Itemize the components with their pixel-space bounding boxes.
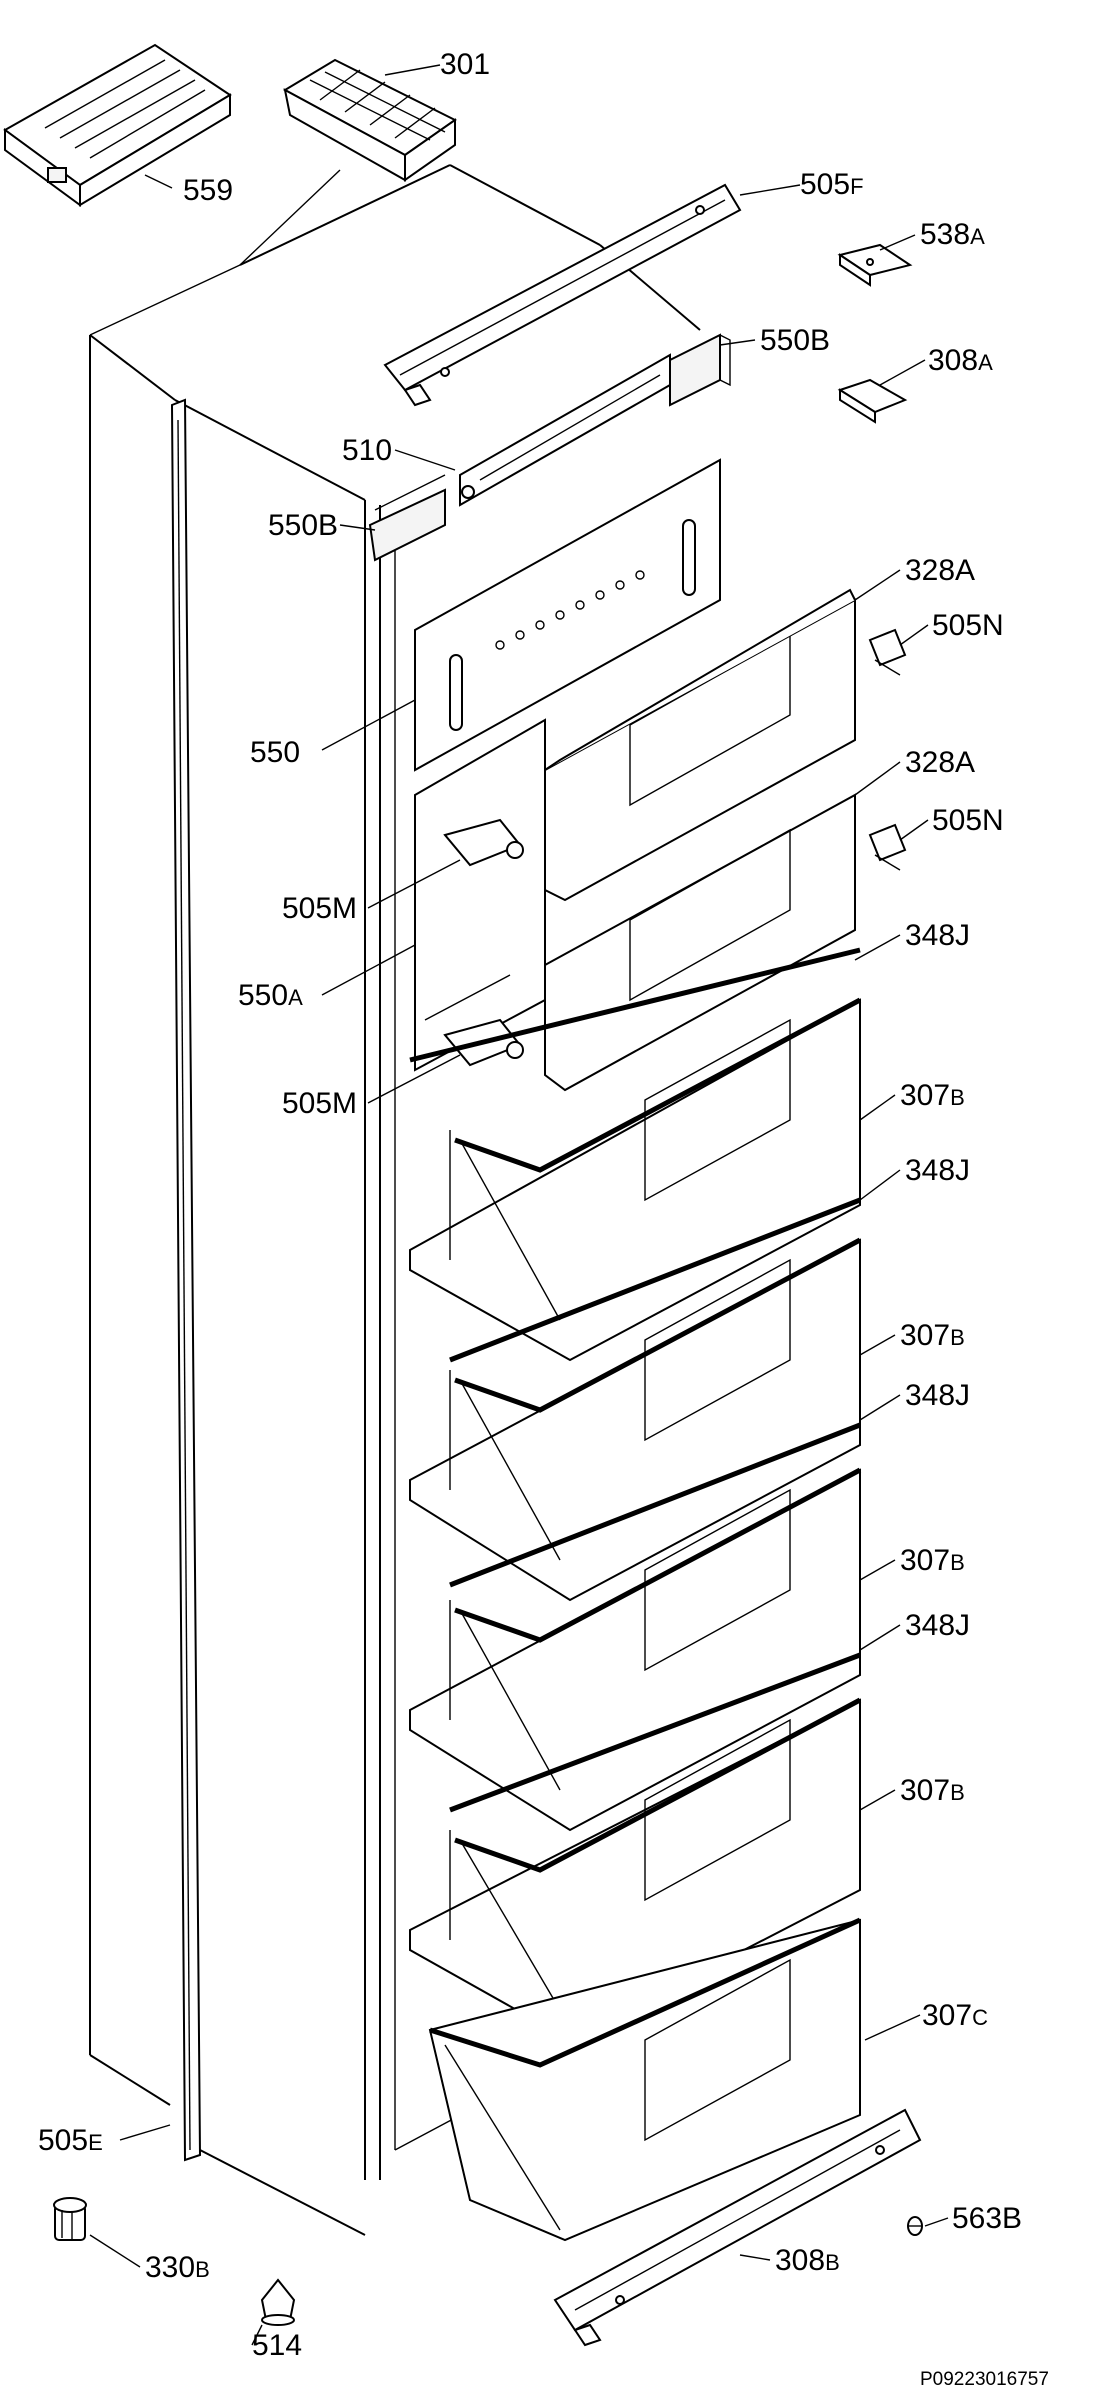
label-307b-1: 307B [900,1079,965,1112]
part-328a-drawer-1 [544,588,856,902]
label-505e: 505E [38,2124,103,2157]
part-510-strip [459,353,671,507]
label-563b: 563B [952,2202,1022,2235]
door-gasket [170,398,202,2162]
part-307c-drawer [428,1917,862,2242]
part-301-ice-tray [282,58,457,182]
label-550b-right: 550B [760,324,830,357]
diagram-code: P09223016757 [920,2369,1049,2390]
part-348j-rail-3 [449,1422,861,1588]
part-308a-hinge [837,378,908,424]
label-505m-2: 505M [282,1087,357,1120]
part-348j-rail-1 [409,947,861,1063]
part-559-tray [3,43,232,207]
label-307c: 307C [922,1999,988,2032]
part-307b-drawer-3 [409,1467,862,1832]
part-308b-bottom-rail [553,2108,922,2347]
part-550a-panel [414,718,546,1072]
part-550b-right [669,333,731,407]
label-505n-1: 505N [932,609,1004,642]
part-348j-rail-4 [449,1652,861,1813]
label-330b: 330B [145,2251,210,2284]
label-505m-1: 505M [282,892,357,925]
part-550b-left [368,474,446,562]
part-538a-bracket [837,243,913,287]
label-308b: 308B [775,2244,840,2277]
label-307b-2: 307B [900,1319,965,1352]
part-328a-drawer-2 [544,793,856,1092]
label-514: 514 [252,2329,302,2362]
label-348j-1: 348J [905,919,970,952]
part-505n-clip-2 [868,823,907,871]
label-538a: 538A [920,218,985,251]
label-550a: 550A [238,979,303,1012]
label-348j-4: 348J [905,1609,970,1642]
label-348j-2: 348J [905,1154,970,1187]
label-301: 301 [440,48,490,81]
label-308a: 308A [928,344,993,377]
part-348j-rail-2 [449,1197,861,1363]
part-514-fixing [260,2278,296,2326]
label-559: 559 [183,174,233,207]
label-328a-1: 328A [905,554,975,587]
part-505f-rail [383,183,742,407]
part-505n-clip-1 [868,628,907,676]
label-505f: 505F [800,168,864,201]
part-505m-clip-1 [443,818,524,867]
part-563b-plug [907,2216,923,2236]
part-labels: 301 559 505F 538A 550B 308A 510 550B 328… [38,48,1049,2390]
label-550: 550 [250,736,300,769]
label-348j-3: 348J [905,1379,970,1412]
part-550-panel [414,458,721,772]
part-307b-drawer-1 [409,997,862,1362]
leader-lines [89,64,949,2346]
label-307b-4: 307B [900,1774,965,1807]
label-307b-3: 307B [900,1544,965,1577]
label-505n-2: 505N [932,804,1004,837]
label-328a-2: 328A [905,746,975,779]
label-510: 510 [342,434,392,467]
label-550b-left: 550B [268,509,338,542]
part-330b-foot [53,2197,87,2241]
part-307b-drawer-2 [409,1237,862,1602]
